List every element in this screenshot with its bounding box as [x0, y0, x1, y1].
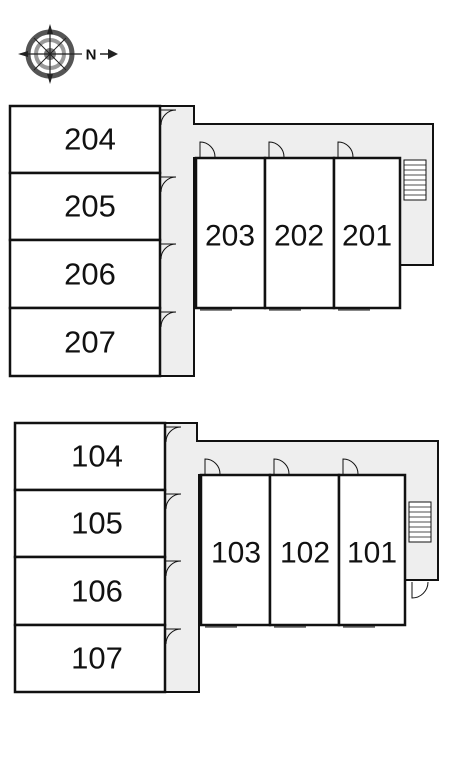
room-number: 203 [205, 220, 255, 253]
floor-2: 204 205 206 207 203 202 [8, 104, 434, 378]
room-number: 103 [211, 537, 261, 570]
room-204: 204 [8, 104, 162, 175]
room-207: 207 [8, 306, 162, 378]
room-203: 203 [194, 156, 267, 310]
door-icons-floor-2-west [160, 109, 177, 328]
room-number: 106 [71, 574, 123, 609]
room-number: 201 [342, 220, 392, 253]
room-number: 202 [274, 220, 324, 253]
room-number: 207 [64, 325, 116, 360]
room-number: 107 [71, 641, 123, 676]
north-label: N [86, 47, 97, 64]
room-206: 206 [8, 238, 162, 310]
room-103: 103 [199, 473, 272, 627]
door-icons-floor-2-east [199, 141, 354, 158]
room-202: 202 [263, 156, 336, 310]
entrance-door-icon [411, 581, 429, 599]
room-number: 204 [64, 122, 116, 157]
room-105: 105 [13, 488, 167, 559]
staircase-floor-2 [403, 159, 427, 201]
room-number: 104 [71, 439, 123, 474]
compass-icon [18, 24, 118, 84]
room-number: 102 [280, 537, 330, 570]
room-101: 101 [337, 473, 407, 627]
room-number: 105 [71, 506, 123, 541]
floor-1: 104 105 106 107 103 102 [13, 421, 439, 694]
door-icons-floor-1-west [165, 426, 182, 645]
room-number: 205 [64, 189, 116, 224]
door-icons-floor-1-east [204, 458, 359, 475]
room-106: 106 [13, 555, 167, 627]
room-102: 102 [268, 473, 341, 627]
room-107: 107 [13, 623, 167, 694]
staircase-floor-1 [408, 501, 432, 543]
room-number: 206 [64, 257, 116, 292]
room-104: 104 [13, 421, 167, 492]
room-205: 205 [8, 171, 162, 242]
room-number: 101 [347, 537, 397, 570]
room-201: 201 [332, 156, 402, 310]
